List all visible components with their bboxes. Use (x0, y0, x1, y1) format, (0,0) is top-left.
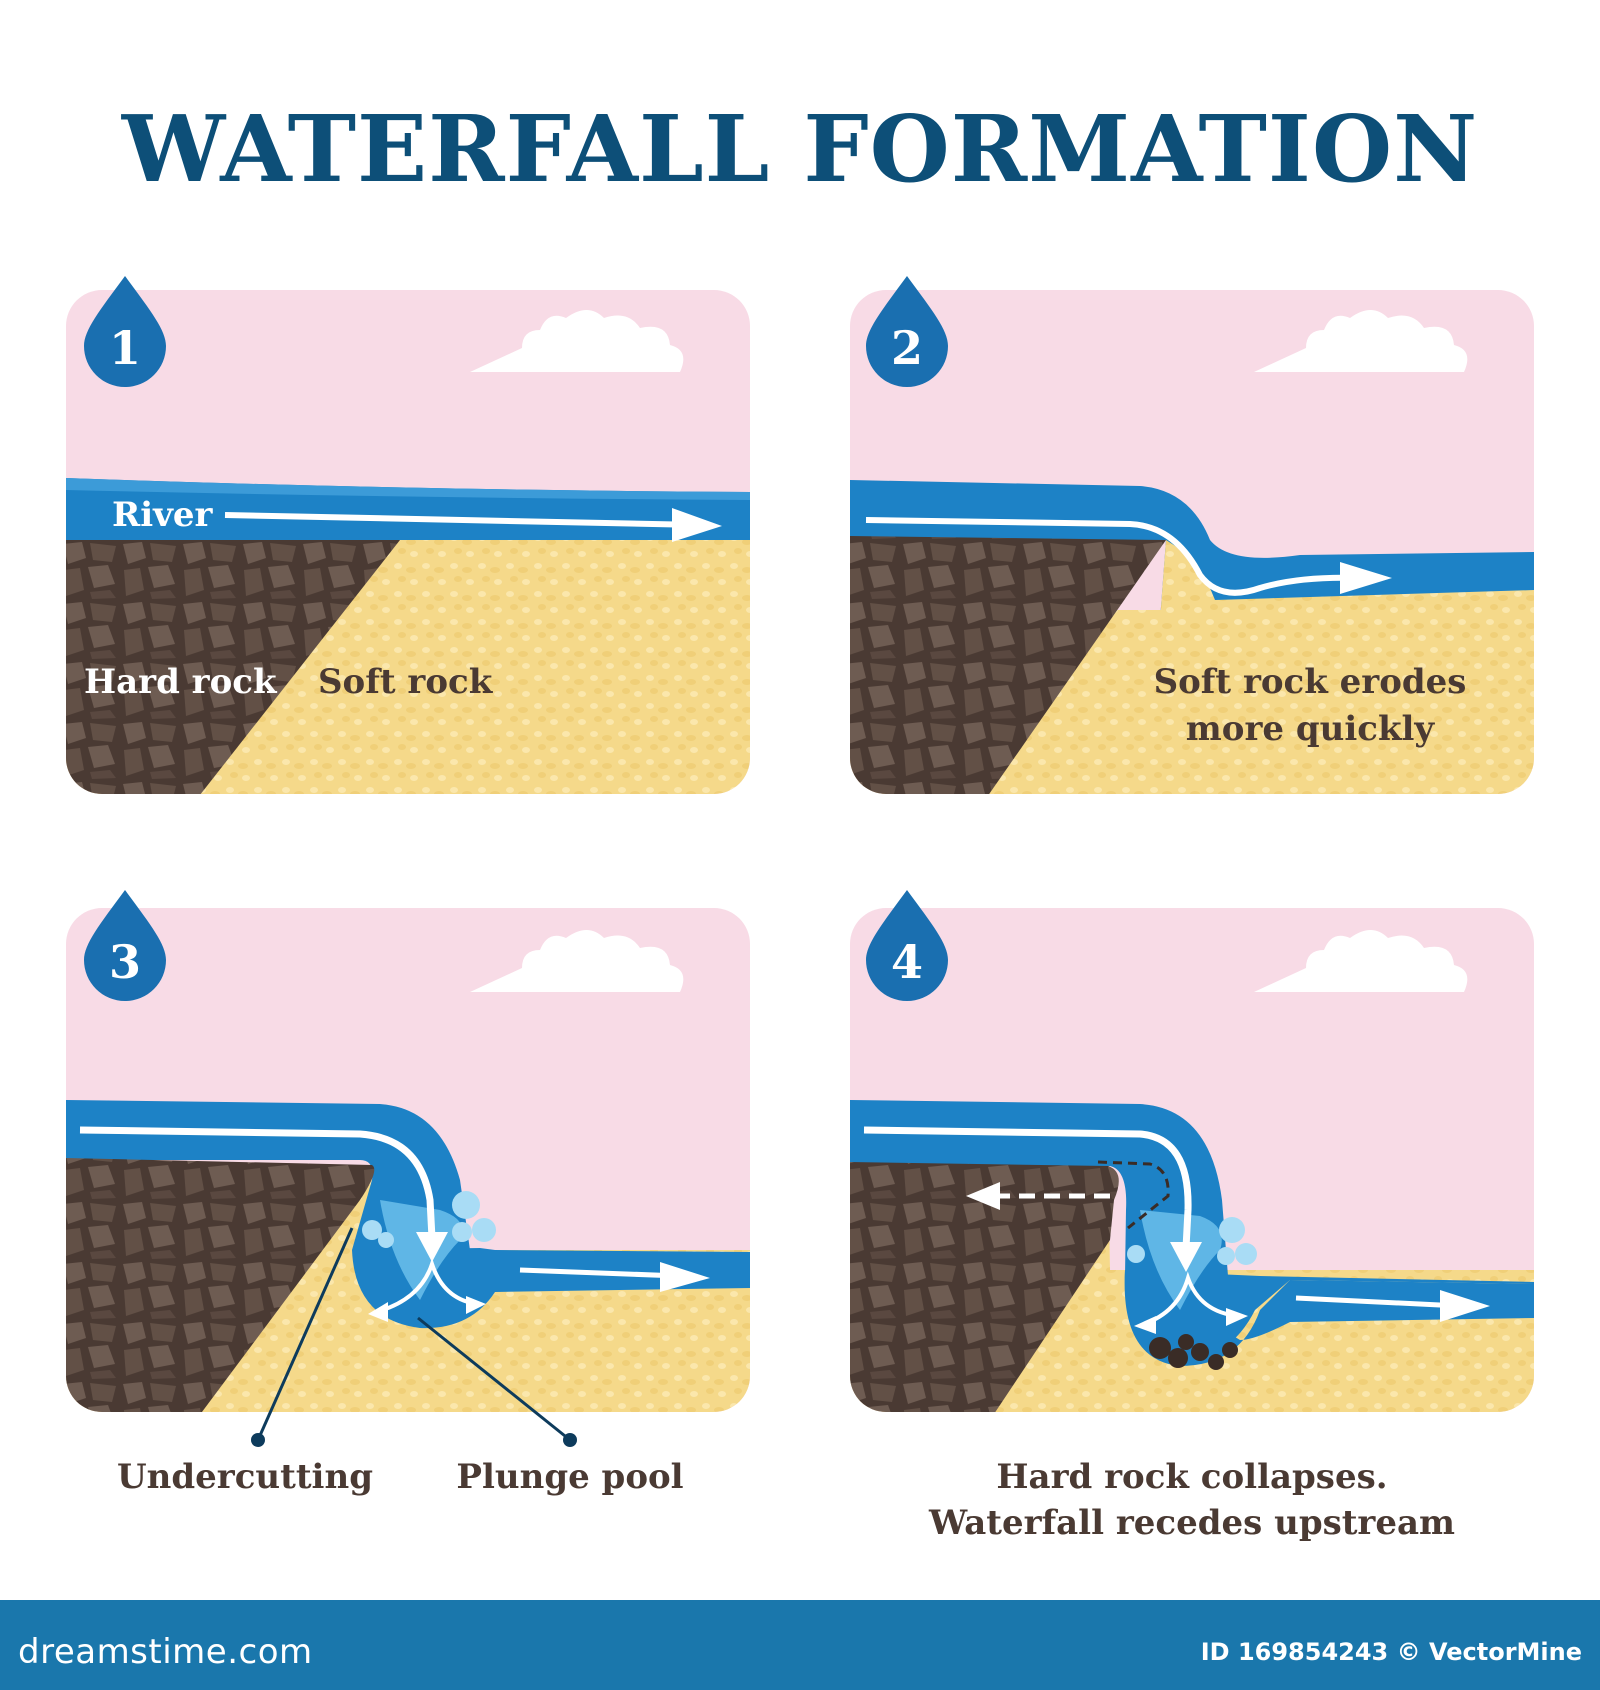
former-cliff-outline (1097, 1160, 1170, 1230)
step-number: 1 (109, 321, 141, 375)
label-soft-rock: Soft rock (318, 662, 494, 702)
flow-arrow-icon (1340, 562, 1392, 594)
recede-arrow-icon (966, 1182, 1000, 1210)
flow-arrow-icon (672, 508, 722, 542)
hard-rock-layer (850, 536, 1166, 794)
footer-image-id: ID 169854243 © VectorMine (1200, 1638, 1582, 1666)
label-plunge-pool: Plunge pool (456, 1457, 683, 1497)
hard-rock-layer (850, 1162, 1119, 1412)
panel-3: 3 Undercutting Plunge pool (66, 890, 750, 1497)
down-arrow-icon (416, 1232, 448, 1262)
label-river: River (112, 495, 214, 535)
flow-arrow-icon (1440, 1290, 1490, 1322)
pointer-line (256, 1227, 354, 1441)
label-erodes-line1: Soft rock erodes (1154, 662, 1467, 702)
step-badge: 4 (866, 890, 948, 1001)
footer-site: dreamstime.com (18, 1632, 313, 1672)
fallen-boulders (1149, 1334, 1238, 1370)
label-undercutting: Undercutting (117, 1457, 373, 1497)
step-number: 2 (891, 321, 923, 375)
hard-rock-layer (66, 540, 400, 794)
label-hard-rock: Hard rock (84, 662, 278, 702)
flow-arrow-icon (660, 1262, 710, 1292)
step-badge: 1 (84, 276, 166, 387)
plunge-pool (352, 1248, 750, 1329)
page-title: WATERFALL FORMATION (121, 95, 1479, 203)
label-erodes-line2: more quickly (1186, 709, 1436, 749)
cloud-icon (1254, 310, 1468, 372)
label-collapse-line2: Waterfall recedes upstream (928, 1503, 1455, 1543)
step-number: 4 (891, 935, 923, 989)
river-water (850, 1100, 1228, 1276)
down-arrow-icon (1170, 1242, 1202, 1272)
step-number: 3 (109, 935, 141, 989)
step-badge: 2 (866, 276, 948, 387)
foam (1127, 1217, 1257, 1265)
soft-rock-layer (1160, 540, 1534, 620)
footer-bar: dreamstime.com ID 169854243 © VectorMine (0, 1600, 1600, 1690)
step-badge: 3 (84, 890, 166, 1001)
cloud-icon (470, 310, 684, 372)
hard-rock-layer (66, 1158, 375, 1412)
cloud-icon (1254, 930, 1468, 992)
waterfall-diagram: 1 River Hard rock Soft rock 2 Soft rock … (66, 276, 1534, 1543)
panel-1: 1 River Hard rock Soft rock (66, 276, 750, 794)
label-collapse-line1: Hard rock collapses. (996, 1457, 1387, 1497)
panel-4: 4 Hard rock collapses. Waterfall recedes… (850, 890, 1534, 1543)
panel-2: 2 Soft rock erodes more quickly (850, 276, 1534, 794)
pointer-line (417, 1316, 571, 1442)
cloud-icon (470, 930, 684, 992)
foam (362, 1191, 496, 1248)
